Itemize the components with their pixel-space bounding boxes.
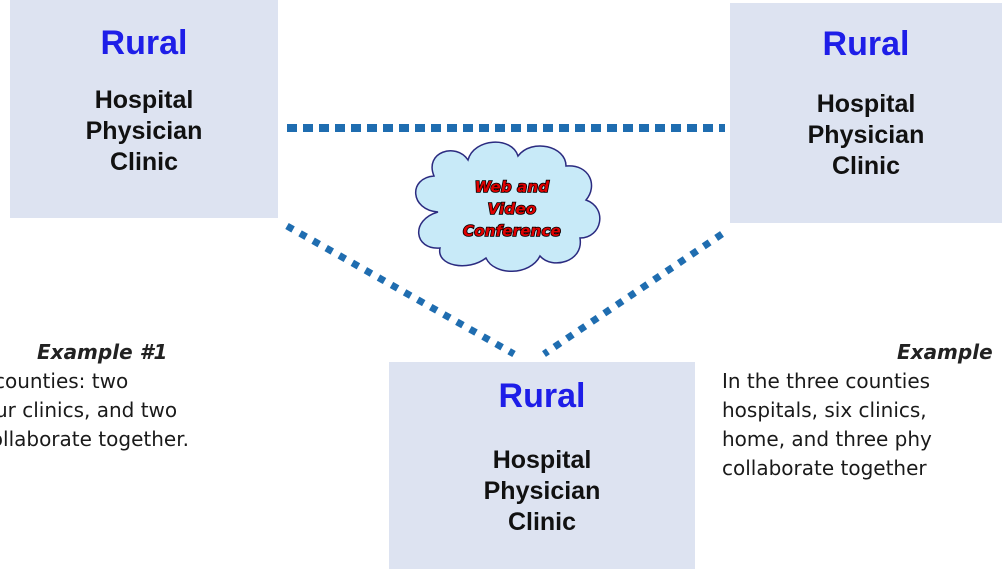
example-line: home, and three phy	[722, 427, 932, 451]
example-line: hospitals, six clinics,	[722, 398, 927, 422]
example-line: collaborate together	[722, 456, 927, 480]
example-title: Example	[897, 340, 993, 364]
cloud-line-3: Conference	[463, 222, 561, 240]
site-line-clinic: Clinic	[507, 508, 577, 536]
example-line: , four clinics, and two	[0, 398, 178, 422]
site-title: Rural	[100, 24, 188, 62]
site-box-right: Rural Hospital Physician Clinic	[730, 3, 1002, 223]
example-title: Example #1	[37, 340, 168, 364]
site-title: Rural	[822, 25, 910, 63]
site-line-clinic: Clinic	[109, 148, 179, 176]
site-line-hospital: Hospital	[816, 90, 916, 118]
example-left: Example #1 ee counties: two , four clini…	[0, 338, 370, 454]
cloud-shape: Web and Video Conference	[415, 141, 601, 272]
site-line-physician: Physician	[85, 117, 203, 145]
site-box-left: Rural Hospital Physician Clinic	[10, 0, 278, 218]
cloud-line-1: Web and	[475, 178, 550, 196]
site-box-bottom: Rural Hospital Physician Clinic	[389, 362, 695, 569]
example-line: ee counties: two	[0, 369, 129, 393]
site-line-clinic: Clinic	[831, 152, 901, 180]
site-line-physician: Physician	[483, 477, 601, 505]
example-line: s collaborate together.	[0, 427, 189, 451]
example-line: In the three counties	[722, 369, 931, 393]
cloud-line-2: Video	[488, 200, 537, 218]
site-line-physician: Physician	[807, 121, 925, 149]
example-right: Example In the three counties hospitals,…	[712, 338, 1002, 483]
site-line-hospital: Hospital	[492, 446, 592, 474]
site-title: Rural	[498, 377, 586, 415]
site-line-hospital: Hospital	[94, 86, 194, 114]
connector-right-bottom	[542, 231, 724, 357]
